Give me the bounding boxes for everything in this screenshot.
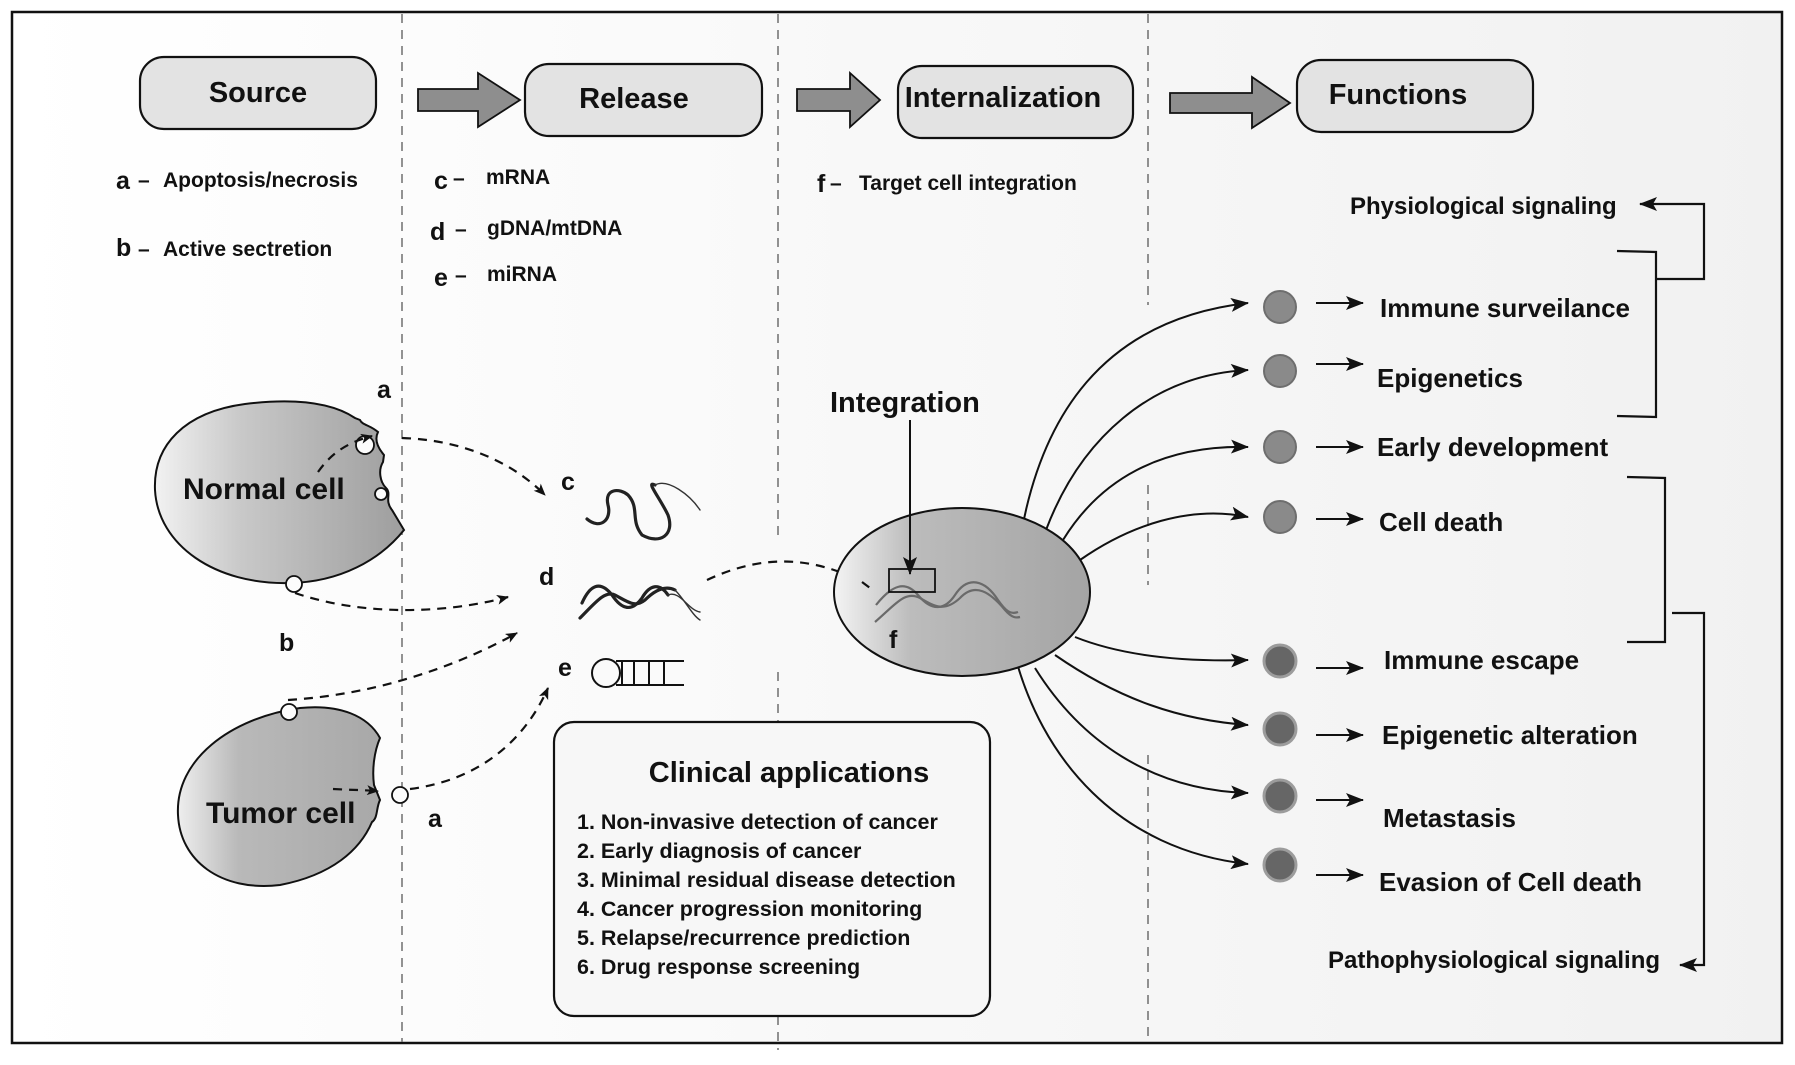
arrow-into-target-cell [861, 581, 871, 589]
clinical-item: 5. Relapse/recurrence prediction [577, 926, 910, 950]
legend-target-cell-integration: Target cell integration [859, 172, 1077, 195]
stage-functions: Functions [1295, 58, 1535, 134]
clinical-title: Clinical applications [649, 757, 929, 789]
arrow-tumor-internal-a [332, 785, 379, 796]
function-label: Cell death [1379, 507, 1503, 537]
arrow-normal-internal-a [317, 433, 373, 473]
pathway-letter-b: b [279, 629, 294, 657]
clinical-item: 6. Drug response screening [577, 955, 860, 979]
legend-letter-b: b [116, 234, 131, 262]
pathway-letter-a-tumor: a [428, 805, 443, 833]
arrow-to-evasion-of-cell-death [1012, 647, 1249, 870]
target-cell: f [833, 507, 1091, 677]
legend-dash: – [453, 167, 465, 190]
stage-arrow-3 [1169, 75, 1292, 130]
arrow-to-epigenetic-alteration [1054, 654, 1249, 731]
function-arrows [1012, 297, 1249, 870]
arrow-to-immune-escape [1074, 636, 1249, 668]
mirna-icon [591, 658, 684, 688]
arrow-tumor-secretion-to-dna [287, 632, 518, 702]
internalization-legend: f – Target cell integration [817, 170, 1077, 198]
legend-dash: – [138, 169, 150, 192]
stage-internalization: Internalization [896, 64, 1135, 140]
mrna-tail [654, 482, 701, 511]
legend-dash: – [455, 218, 467, 241]
physiological-dot [1263, 500, 1297, 534]
physiological-bracket [1616, 197, 1706, 419]
dna-icon [578, 584, 701, 621]
physiological-dot [1263, 354, 1297, 388]
legend-letter-e: e [434, 264, 448, 292]
clinical-item: 2. Early diagnosis of cancer [577, 839, 862, 863]
clinical-item: 1. Non-invasive detection of cancer [577, 810, 938, 834]
legend-letter-d: d [430, 218, 445, 246]
target-cell-label: f [889, 626, 898, 654]
pathway-letter-d: d [539, 563, 554, 591]
stage-release: Release [523, 62, 764, 138]
legend-mirna: miRNA [487, 263, 557, 286]
function-label: Epigenetics [1377, 363, 1523, 393]
source-legend: a – Apoptosis/necrosis b – Active sectre… [116, 167, 358, 262]
pathophysiological-bracket [1626, 475, 1706, 972]
clinical-applications-box: Clinical applications 1. Non-invasive de… [552, 720, 992, 1018]
clinical-item: 3. Minimal residual disease detection [577, 868, 956, 892]
pathway-letter-e: e [558, 654, 572, 682]
pathophysiological-dot [1262, 778, 1298, 814]
legend-gdna: gDNA/mtDNA [487, 217, 622, 240]
physiological-signaling-label: Physiological signaling [1350, 193, 1617, 220]
arrow-to-metastasis [1034, 667, 1249, 800]
stage-functions-label: Functions [1329, 79, 1468, 111]
pathophysiological-dot [1262, 711, 1298, 747]
function-label: Evasion of Cell death [1379, 867, 1642, 897]
stage-arrow-1 [417, 71, 522, 129]
mrna-icon [585, 482, 672, 541]
clinical-item: 4. Cancer progression monitoring [577, 897, 922, 921]
pathway-letter-a-normal: a [377, 376, 392, 404]
arrow-tumor-to-mirna [409, 687, 550, 791]
arrow-to-epigenetics [1045, 363, 1249, 531]
normal-cell: Normal cell [153, 400, 406, 593]
function-label: Immune escape [1384, 645, 1579, 675]
physiological-dot [1263, 290, 1297, 324]
legend-mrna: mRNA [486, 166, 550, 189]
stage-source: Source [138, 55, 378, 131]
legend-dash: – [830, 172, 842, 195]
arrow-to-early-development [1062, 439, 1249, 541]
normal-cell-label: Normal cell [183, 473, 345, 506]
function-label: Epigenetic alteration [1382, 720, 1638, 750]
legend-active-secretion: Active sectretion [163, 238, 332, 261]
physiological-dot [1263, 430, 1297, 464]
pathophysiological-dot [1262, 643, 1298, 679]
tumor-cell-label: Tumor cell [206, 797, 355, 830]
pathway-letter-c: c [561, 468, 575, 496]
function-label: Metastasis [1383, 803, 1516, 833]
pathophysiological-signaling-label: Pathophysiological signaling [1328, 947, 1660, 974]
stage-internalization-label: Internalization [905, 82, 1102, 114]
arrow-normal-to-mrna [401, 436, 546, 496]
arrow-to-cell-death [1079, 506, 1249, 561]
release-legend: c – mRNA d – gDNA/mtDNA e – miRNA [430, 166, 622, 292]
arrow-dna-to-target-cell [706, 560, 863, 583]
legend-letter-a: a [116, 167, 131, 195]
legend-dash: – [138, 238, 150, 261]
legend-letter-f: f [817, 170, 826, 198]
stage-arrow-2 [796, 70, 882, 130]
legend-letter-c: c [434, 167, 448, 195]
stage-source-label: Source [209, 77, 307, 109]
tumor-cell: Tumor cell [176, 703, 409, 887]
arrow-to-immune-surveilance [1019, 297, 1249, 541]
integration-label: Integration [830, 387, 980, 419]
function-label: Early development [1377, 432, 1609, 462]
function-label: Immune surveilance [1380, 293, 1630, 323]
legend-dash: – [455, 264, 467, 287]
pathophysiological-dot [1262, 847, 1298, 883]
stage-release-label: Release [579, 83, 689, 115]
legend-apoptosis: Apoptosis/necrosis [163, 169, 358, 192]
